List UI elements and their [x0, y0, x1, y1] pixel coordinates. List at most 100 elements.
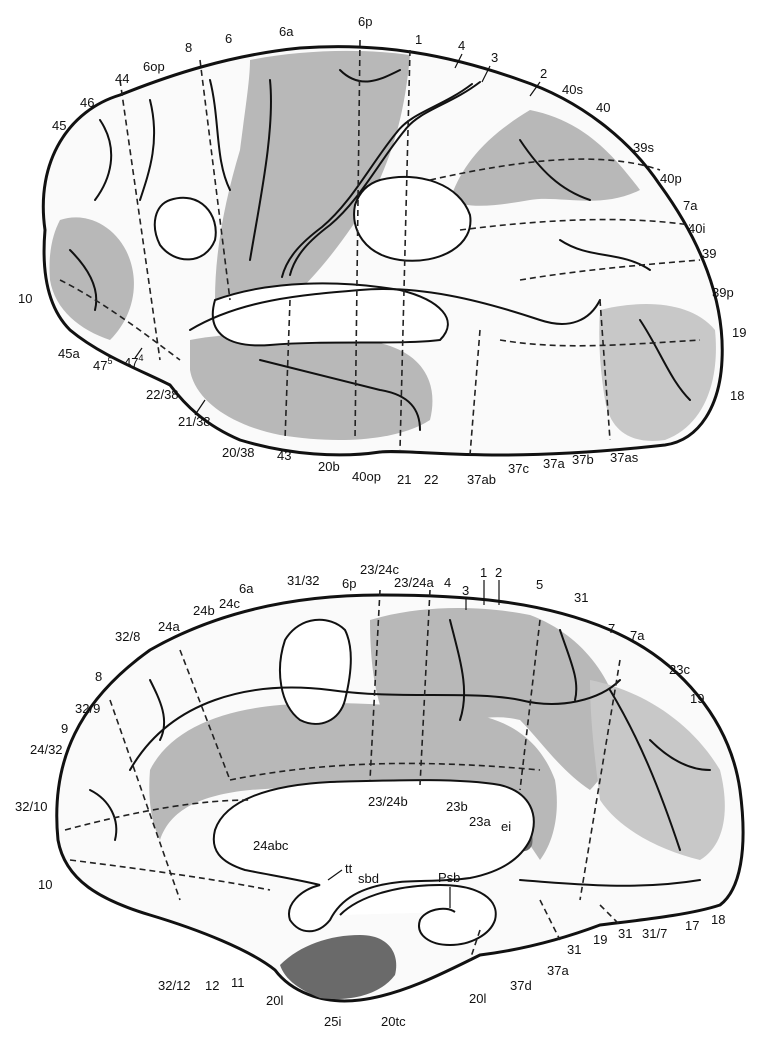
label-23a: 23a: [469, 814, 491, 829]
label-25i: 25i: [324, 1014, 341, 1029]
label-22: 22: [424, 472, 438, 487]
label-37as: 37as: [610, 450, 639, 465]
medial-sulcus-c: [559, 629, 578, 701]
leader-47-4: [134, 347, 143, 359]
boundary-dash-4: [399, 49, 411, 451]
label-2-m: 2: [495, 565, 502, 580]
label-4-m: 4: [444, 575, 451, 590]
medial-dash-4: [419, 589, 431, 786]
label-46: 46: [80, 95, 94, 110]
label-37b: 37b: [572, 452, 594, 467]
leader-tt: [327, 869, 343, 881]
sulcus-a: [94, 119, 113, 201]
medial-dash-9: [229, 762, 541, 781]
label-32-9: 32/9: [75, 701, 100, 716]
label-31-b: 31: [567, 942, 581, 957]
paracentral-white-lobule: [279, 618, 352, 725]
medial-dash-6: [579, 659, 621, 901]
medial-dash-8: [69, 859, 271, 891]
label-40op: 40op: [352, 469, 381, 484]
inferior-parietal-shaded: [450, 110, 640, 206]
label-11: 11: [231, 975, 245, 990]
paracentral-shaded: [370, 608, 617, 790]
label-19-m: 19: [690, 691, 704, 706]
boundary-dash-11: [599, 299, 611, 441]
label-20b: 20b: [318, 459, 340, 474]
label-43: 43: [277, 448, 291, 463]
label-12: 12: [205, 978, 219, 993]
lateral-white-temporal: [211, 282, 449, 347]
calcarine-sulcus: [519, 879, 701, 887]
label-23c: 23c: [669, 662, 690, 677]
label-39s: 39s: [633, 140, 654, 155]
label-32-10: 32/10: [15, 799, 48, 814]
lateral-labels: 1 4 3 2 6a 6p 6 8 6op 44 46 45 40s 40 39…: [18, 14, 746, 487]
label-24c: 24c: [219, 596, 240, 611]
label-47-4: 474: [124, 353, 143, 370]
boundary-dash-7: [519, 259, 701, 281]
label-5-m: 5: [536, 577, 543, 592]
label-24a: 24a: [158, 619, 180, 634]
medial-sulcus-b: [449, 619, 466, 721]
label-23-24a: 23/24a: [394, 575, 435, 590]
lateral-white-gyrus-1: [153, 196, 217, 261]
label-8: 8: [185, 40, 192, 55]
label-21: 21: [397, 472, 411, 487]
label-2: 2: [540, 66, 547, 81]
central-sulcus: [289, 81, 481, 276]
boundary-dash-9: [284, 299, 291, 441]
label-32-12: 32/12: [158, 978, 191, 993]
subgenual-dark: [280, 935, 397, 1000]
label-40: 40: [596, 100, 610, 115]
label-23-24c: 23/24c: [360, 562, 400, 577]
label-7a-m: 7a: [630, 628, 645, 643]
medial-sulcus-d: [649, 739, 711, 771]
label-23b: 23b: [446, 799, 468, 814]
label-20-38: 20/38: [222, 445, 255, 460]
label-18: 18: [730, 388, 744, 403]
label-6p: 6p: [358, 14, 372, 29]
label-6a-m: 6a: [239, 581, 254, 596]
label-47-5: 475: [93, 356, 112, 373]
sulcus-f: [519, 139, 591, 201]
precuneus-shaded: [590, 680, 725, 860]
leader-4: [454, 53, 463, 69]
medial-dash-11: [599, 904, 621, 926]
label-3-m: 3: [462, 583, 469, 598]
label-32-8: 32/8: [115, 629, 140, 644]
label-7a: 7a: [683, 198, 698, 213]
label-tt: tt: [345, 861, 353, 876]
medial-labels: 23/24c 31/32 6p 23/24a 4 3 1 2 6a 5 31 2…: [15, 562, 725, 1029]
medial-sulcus-e: [89, 789, 118, 841]
label-31-32: 31/32: [287, 573, 320, 588]
temporal-shaded: [190, 334, 433, 440]
label-3: 3: [491, 50, 498, 65]
sulcus-b: [139, 99, 156, 201]
cingulate-sulcus: [129, 679, 621, 771]
label-40p: 40p: [660, 171, 682, 186]
central-sulcus-inner: [281, 83, 473, 278]
label-6p-m: 6p: [342, 576, 356, 591]
boundary-dash-12: [59, 279, 181, 361]
label-1-m: 1: [480, 565, 487, 580]
medial-dash-2: [179, 649, 231, 781]
label-8-m: 8: [95, 669, 102, 684]
label-10: 10: [18, 291, 32, 306]
label-37a-m: 37a: [547, 963, 569, 978]
label-6a: 6a: [279, 24, 294, 39]
label-40s: 40s: [562, 82, 583, 97]
leader-3: [481, 65, 491, 83]
boundary-dash-10: [469, 329, 481, 456]
sulcus-e: [339, 69, 401, 83]
label-19-b: 19: [593, 932, 607, 947]
boundary-dash-5: [429, 158, 661, 181]
label-7-m: 7: [608, 621, 615, 636]
label-24-32: 24/32: [30, 742, 63, 757]
label-1: 1: [415, 32, 422, 47]
medial-dash-10: [539, 899, 561, 941]
label-31-7: 31/7: [642, 926, 667, 941]
precentral-shaded-region: [215, 50, 410, 300]
label-39p: 39p: [712, 285, 734, 300]
label-18-m: 18: [711, 912, 725, 927]
